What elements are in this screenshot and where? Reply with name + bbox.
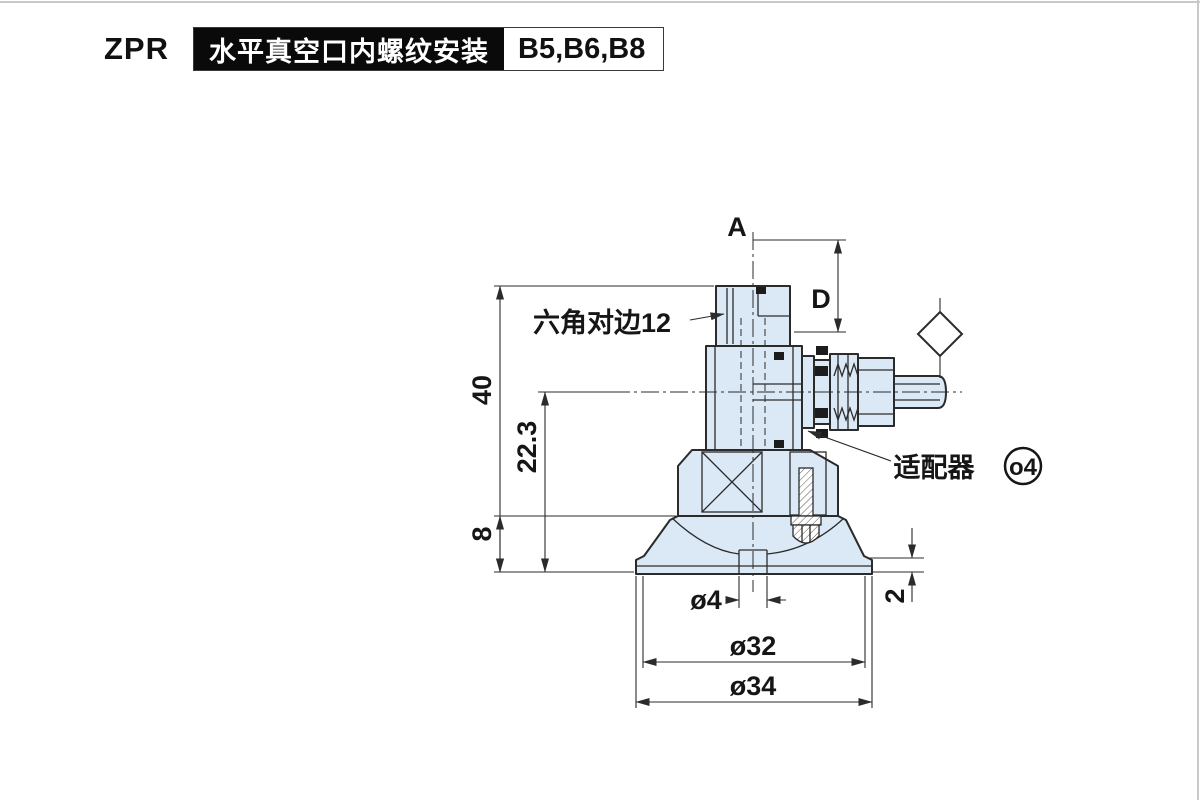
section-a-label: A: [727, 212, 747, 242]
centerlines: [612, 232, 962, 592]
series-label: ZPR: [104, 31, 169, 66]
diamond-icon: [916, 310, 964, 358]
spring-bottom: [833, 405, 859, 423]
adapter-leader-line: [807, 430, 892, 462]
hex-flats-label: 六角对边12: [533, 307, 671, 338]
adapter-label: 适配器: [894, 453, 976, 483]
dia-pad-inner-label: ø32: [730, 631, 777, 661]
adapter-note-label: o4: [1009, 454, 1038, 481]
adapter-note-circle: [1003, 446, 1043, 486]
page-title: 水平真空口内螺纹安装: [194, 28, 504, 70]
hex-leader-line: [689, 312, 725, 321]
dia-hole-label: ø4: [690, 585, 722, 615]
dim-port-height: 22.3: [512, 421, 542, 474]
port-axis-marker: [916, 298, 964, 378]
spring-top: [833, 361, 859, 379]
title-box: 水平真空口内螺纹安装 B5,B6,B8: [193, 27, 665, 71]
page-right-border: [1197, 0, 1199, 800]
dim-lip-thickness: 2: [880, 588, 910, 603]
dia-pad-outer-label: ø34: [730, 671, 777, 701]
dim-total-height: 40: [467, 375, 497, 405]
dimension-lines: [496, 239, 916, 706]
pad-body: [635, 285, 947, 575]
thread-depth-label: D: [811, 284, 831, 314]
dim-pad-height: 8: [467, 526, 497, 541]
hex-body: [705, 345, 803, 451]
extension-lines: [494, 239, 924, 708]
models-label: B5,B6,B8: [518, 32, 646, 65]
header: ZPR 水平真空口内螺纹安装 B5,B6,B8: [104, 27, 665, 71]
page-top-border: [0, 1, 1200, 3]
fixing-screw: [790, 467, 822, 544]
